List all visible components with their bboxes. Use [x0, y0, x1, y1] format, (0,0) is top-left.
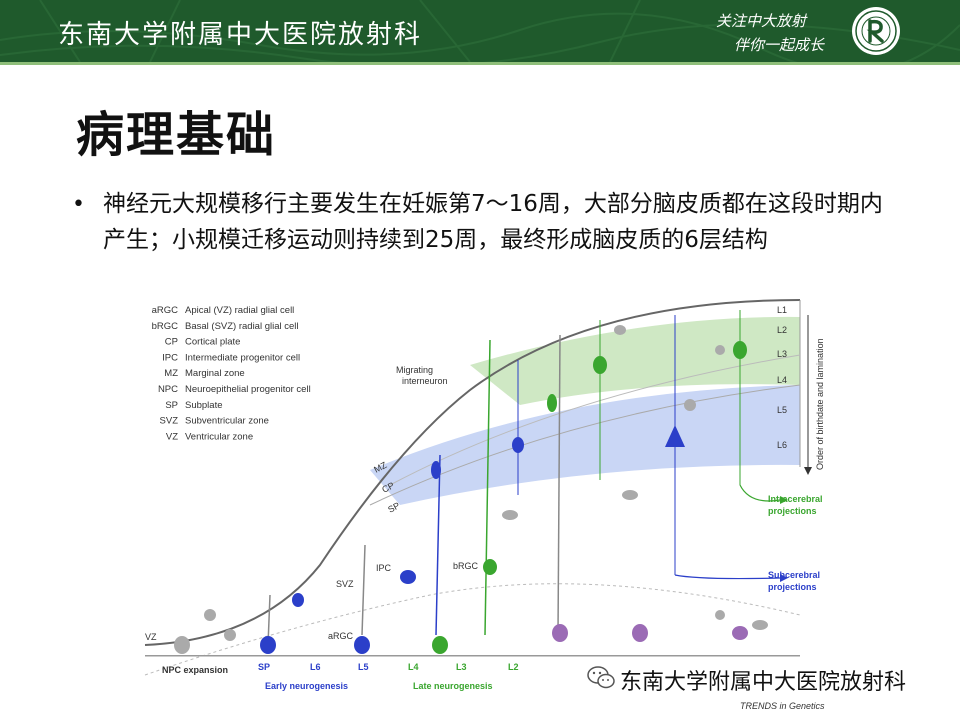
grey-cells — [174, 325, 768, 654]
legend-abbr: bRGC — [152, 321, 179, 332]
header-texture — [0, 0, 960, 62]
header-bar: 东南大学附属中大医院放射科 关注中大放射 伴你一起成长 — [0, 0, 960, 62]
legend-abbr: SP — [165, 400, 178, 411]
slogan-line-2: 伴你一起成长 — [734, 36, 825, 54]
radial-fibers — [267, 334, 561, 646]
layer-label: L4 — [777, 375, 787, 385]
legend-desc: Apical (VZ) radial glial cell — [185, 305, 294, 316]
violet-neurons — [552, 624, 748, 642]
cell-label-brgc: bRGC — [453, 561, 479, 571]
header-stripe — [0, 62, 960, 65]
legend-abbr: aRGC — [152, 305, 179, 316]
hospital-logo — [852, 7, 900, 55]
layer-green-band — [470, 316, 800, 405]
neurogenesis-figure: aRGC Apical (VZ) radial glial cell bRGC Bas… — [144, 299, 825, 711]
layer-label: L5 — [777, 405, 787, 415]
legend-desc: Basal (SVZ) radial glial cell — [185, 321, 299, 332]
subcerebral-axon — [674, 574, 781, 580]
layer-label: L3 — [777, 349, 787, 359]
legend-desc: Intermediate progenitor cell — [185, 352, 300, 363]
wechat-icon — [587, 666, 615, 689]
early-neurogenesis-label: Early neurogenesis — [265, 681, 348, 691]
legend-abbr: CP — [165, 337, 178, 348]
watermark-text: 东南大学附属中大医院放射科 — [620, 670, 907, 695]
bullet-text: 神经元大规模移行主要发生在妊娠第7～16周，大部分脑皮质都在这段时期内产生；小规… — [103, 191, 883, 253]
legend-desc: Cortical plate — [185, 337, 240, 348]
intracerebral-axon — [739, 484, 781, 502]
bullet-marker: • — [72, 192, 85, 217]
legend-desc: Subplate — [185, 400, 223, 411]
layer-label: L2 — [777, 325, 787, 335]
legend-abbr: NPC — [158, 384, 178, 395]
legend-abbr: VZ — [166, 431, 178, 442]
cell-label-ipc: IPC — [376, 563, 392, 573]
lamination-axis-label: Order of birthdate and lamination — [815, 338, 825, 470]
cortex-outline — [144, 299, 801, 646]
late-neurogenesis-label: Late neurogenesis — [413, 681, 493, 691]
sequence-label: L3 — [456, 662, 467, 672]
cell-label-argc: aRGC — [328, 631, 354, 641]
figure-legend: aRGC Apical (VZ) radial glial cell bRGC Bas… — [152, 305, 311, 442]
sequence-label: SP — [258, 662, 270, 672]
sequence-label: L6 — [310, 662, 321, 672]
hospital-title: 东南大学附属中大医院放射科 — [58, 20, 423, 50]
zone-label-sp: SP — [386, 500, 401, 514]
slogan-line-1: 关注中大放射 — [716, 12, 807, 30]
sequence-label: L4 — [408, 662, 419, 672]
layer-label: L1 — [777, 305, 787, 315]
zone-label-svz: SVZ — [336, 579, 354, 589]
slide-title: 病理基础 — [76, 107, 277, 163]
layer-label: L6 — [777, 440, 787, 450]
zone-label-vz: VZ — [145, 632, 157, 642]
legend-desc: Subventricular zone — [185, 416, 269, 427]
green-neurons — [432, 310, 747, 654]
figure-credit: TRENDS in Genetics — [740, 701, 825, 711]
blue-neurons — [260, 315, 685, 654]
legend-desc: Marginal zone — [185, 368, 245, 379]
legend-abbr: MZ — [164, 368, 178, 379]
sequence-label: L2 — [508, 662, 519, 672]
layer-blue-band — [370, 385, 800, 505]
legend-desc: Neuroepithelial progenitor cell — [185, 384, 311, 395]
sequence-label: L5 — [358, 662, 369, 672]
legend-abbr: SVZ — [160, 416, 179, 427]
npc-expansion-label: NPC expansion — [162, 665, 228, 675]
legend-abbr: IPC — [162, 352, 178, 363]
legend-desc: Ventricular zone — [185, 431, 253, 442]
